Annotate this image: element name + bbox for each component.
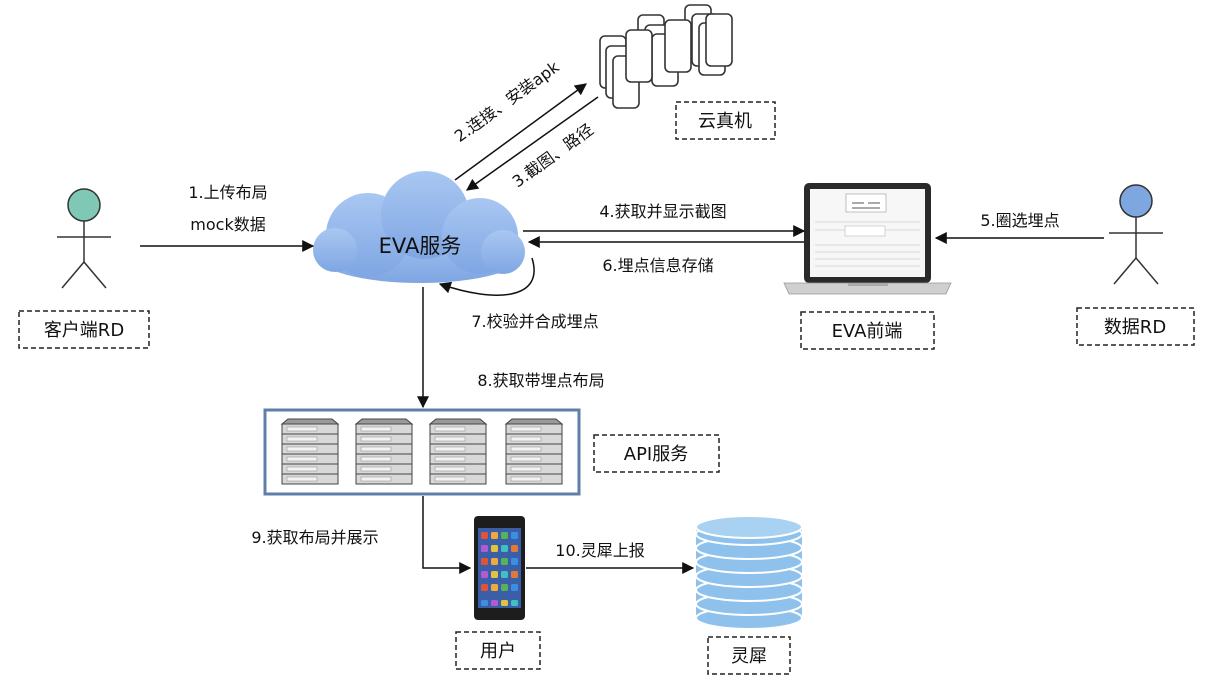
- api-service-label: API服务: [624, 444, 688, 465]
- edge-7-label: 7.校验并合成埋点: [471, 312, 598, 331]
- data-rd-figure: 数据RD: [1076, 184, 1195, 346]
- edge-1-label: 1.上传布局: [188, 183, 267, 202]
- server-rack-icon: [280, 418, 564, 485]
- lingxi-label: 灵犀: [731, 646, 767, 667]
- data-rd-label: 数据RD: [1104, 317, 1166, 338]
- api-server-rack: API服务: [263, 408, 720, 496]
- server-tower: [428, 418, 488, 485]
- edge-4-label: 4.获取并显示截图: [599, 202, 726, 221]
- server-tower: [504, 418, 564, 485]
- user-phone: 用户: [455, 516, 541, 670]
- database-icon: [695, 515, 803, 630]
- eva-service-cloud: EVA服务: [313, 171, 525, 283]
- edge-5-label: 5.圈选埋点: [980, 211, 1059, 230]
- edge-3-arrow: [466, 96, 599, 191]
- edge-6-label: 6.埋点信息存储: [602, 256, 713, 275]
- edge-1-label-2: mock数据: [190, 215, 265, 234]
- server-tower: [280, 418, 340, 485]
- edge-7-arrow: [438, 257, 535, 296]
- edge-8-label: 8.获取带埋点布局: [477, 371, 604, 390]
- edge-9-arrow: [422, 496, 472, 574]
- eva-frontend-laptop: EVA前端: [783, 183, 952, 350]
- edge-9-label: 9.获取布局并展示: [251, 528, 378, 547]
- lingxi-database: 灵犀: [695, 515, 803, 675]
- edge-2-arrow: [454, 83, 587, 181]
- edge-10-label: 10.灵犀上报: [555, 541, 644, 560]
- cloud-icon: [313, 171, 525, 283]
- edge-2-label: 2.连接、安装apk: [451, 57, 563, 146]
- client-rd-figure: 客户端RD: [18, 188, 150, 349]
- stick-figure-icon: [1109, 184, 1163, 285]
- eva-service-label: EVA服务: [379, 234, 462, 258]
- cloud-phone-stack: 云真机: [599, 4, 776, 140]
- client-rd-label: 客户端RD: [44, 320, 124, 341]
- server-tower: [354, 418, 414, 485]
- laptop-icon: [783, 183, 952, 295]
- stick-figure-icon: [57, 188, 111, 289]
- eva-frontend-label: EVA前端: [832, 321, 903, 342]
- user-label: 用户: [480, 641, 516, 662]
- cloud-phone-label: 云真机: [698, 111, 752, 132]
- smartphone-icon: [474, 516, 525, 620]
- phone-stack-icon: [599, 4, 733, 109]
